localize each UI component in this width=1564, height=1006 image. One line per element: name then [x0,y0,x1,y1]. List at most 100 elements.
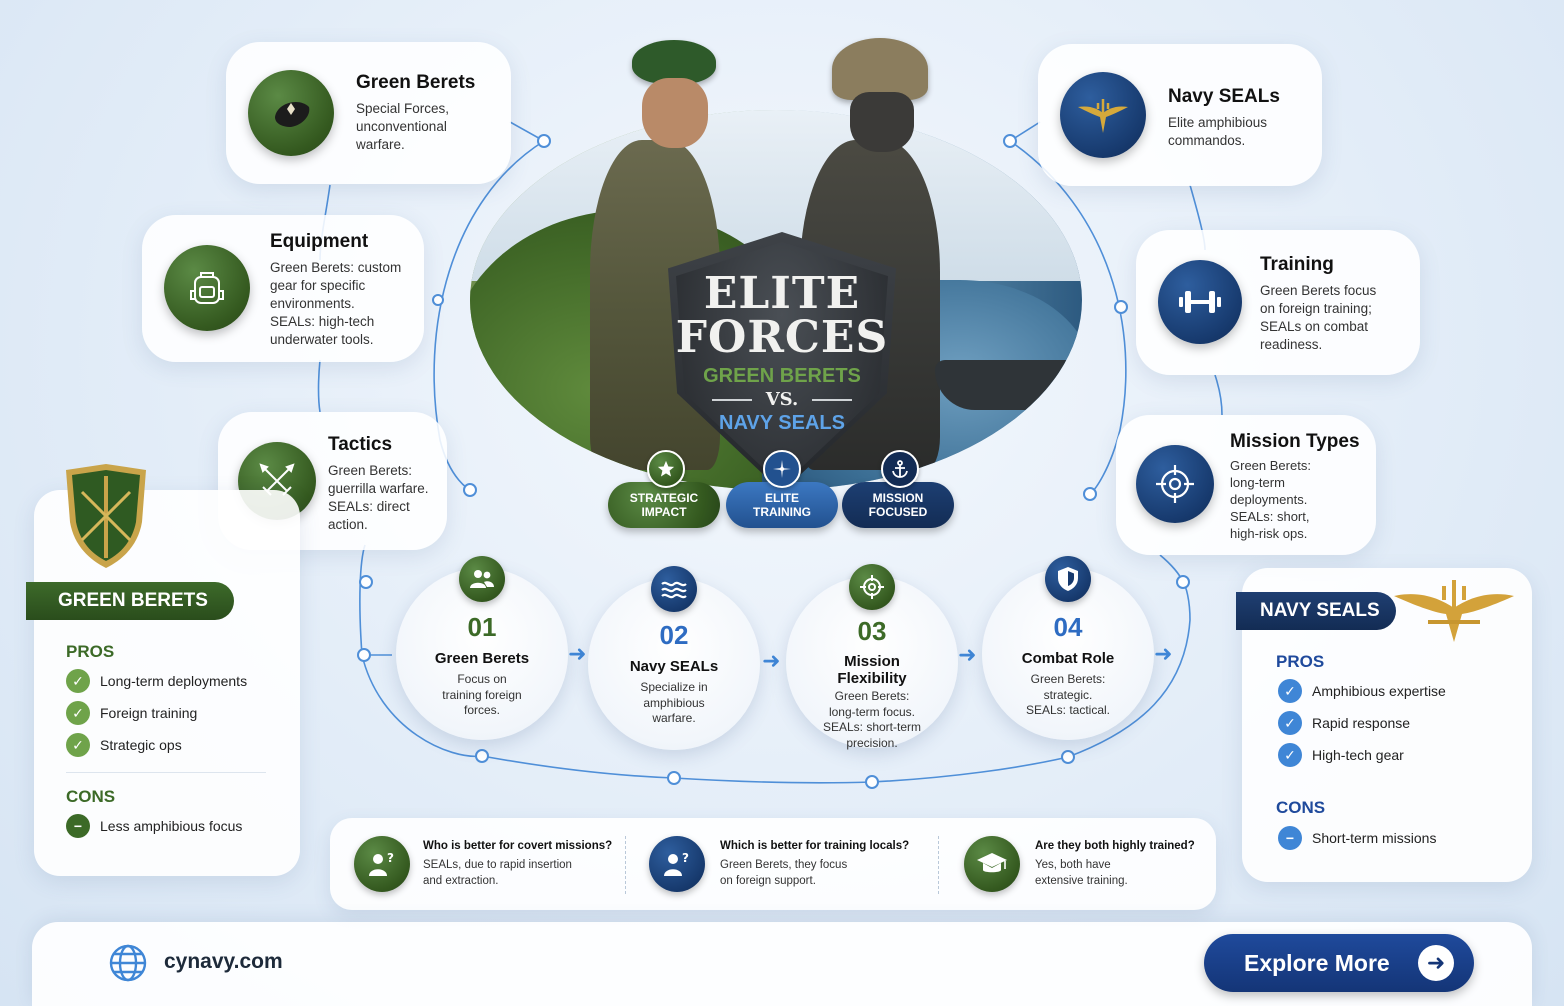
faq-strip [330,818,1216,910]
pros-heading: PROS [66,642,115,661]
faq-question: Are they both highly trained? [1035,840,1195,852]
check-icon: ✓ [66,733,90,757]
title-vs: VS. [765,389,799,410]
backpack-icon [164,245,250,331]
topic-title: Tactics [328,434,393,455]
svg-text:?: ? [682,851,689,865]
target-icon [849,564,895,610]
step-number: 03 [857,616,887,646]
waves-icon [651,566,697,612]
green-berets-banner: GREEN BERETS [26,582,234,620]
assault-boat [935,360,1075,410]
beret-icon [248,70,334,156]
check-icon: ✓ [1278,711,1302,735]
pros-item: ✓Foreign training [66,701,197,725]
question-person-icon: ? [354,836,410,892]
helmet [832,38,928,100]
vs-divider-left [712,399,752,401]
trident-eagle-icon [1060,72,1146,158]
step-title: Combat Role [1021,650,1115,667]
arrow-right-icon: ➜ [1154,641,1173,666]
pros-heading: PROS [1276,652,1325,671]
check-icon: ✓ [66,669,90,693]
cons-item: −Less amphibious focus [66,814,242,838]
check-icon: ✓ [66,701,90,725]
topic-title: Mission Types [1230,431,1360,452]
title-team-navy: NAVY SEALS [719,412,845,434]
arrow-right-icon: ➜ [762,648,781,673]
minus-icon: − [1278,826,1302,850]
arrow-right-icon[interactable]: ➜ [1418,945,1454,981]
arrow-right-icon: ➜ [958,642,977,667]
step-title: Green Berets [434,650,530,667]
step-desc: Green Berets:long-term focus.SEALs: shor… [822,689,922,750]
soldier-face-right [850,92,914,152]
globe-icon [108,943,148,983]
topic-title: Training [1260,254,1334,275]
step-number: 04 [1053,612,1083,642]
cons-heading: CONS [66,787,116,806]
check-icon: ✓ [1278,743,1302,767]
title-line-1: ELITE [703,268,861,319]
arrow-right-icon: ➜ [568,641,587,666]
step-number: 02 [659,620,689,650]
faq-divider [938,836,939,894]
title-line-2: FORCES [675,312,889,363]
pros-item: ✓High-tech gear [1278,743,1404,767]
check-icon: ✓ [1278,679,1302,703]
graduation-cap-icon [964,836,1020,892]
title-team-green: GREEN BERETS [703,365,861,387]
svg-text:?: ? [387,851,394,865]
topic-title: Green Berets [356,72,476,93]
pros-item: ✓Rapid response [1278,711,1410,735]
faq-divider [625,836,626,894]
crosshair-icon [1136,445,1214,523]
question-person-icon: ? [649,836,705,892]
navy-seals-banner: NAVY SEALS [1236,592,1396,630]
divider [66,772,266,773]
green-berets-crest-icon [62,462,150,570]
cons-heading: CONS [1276,798,1326,817]
topic-desc: Green Berets:guerrilla warfare.SEALs: di… [328,463,429,532]
step-number: 01 [467,612,497,642]
vs-divider-right [812,399,852,401]
minus-icon: − [66,814,90,838]
pros-item: ✓Strategic ops [66,733,182,757]
pros-item: ✓Long-term deployments [66,669,247,693]
topic-card-green-berets: Green Berets Special Forces,unconvention… [226,42,511,184]
compass-icon [763,450,801,488]
step-desc: Green Berets:strategic.SEALs: tactical. [1025,672,1111,717]
faq-question: Who is better for covert missions? [423,840,613,852]
site-link[interactable]: cynavy.com [164,950,283,973]
seal-trident-icon [1392,578,1516,644]
soldier-face-left [642,78,708,148]
faq-question: Which is better for training locals? [720,840,910,852]
step-title: Navy SEALs [629,658,719,675]
anchor-icon [881,450,919,488]
star-icon [647,450,685,488]
cons-item: −Short-term missions [1278,826,1436,850]
group-icon [459,556,505,602]
shield-icon [1045,556,1091,602]
topic-title: Equipment [270,231,369,252]
topic-title: Navy SEALs [1168,86,1280,107]
explore-more-label: Explore More [1244,949,1390,976]
